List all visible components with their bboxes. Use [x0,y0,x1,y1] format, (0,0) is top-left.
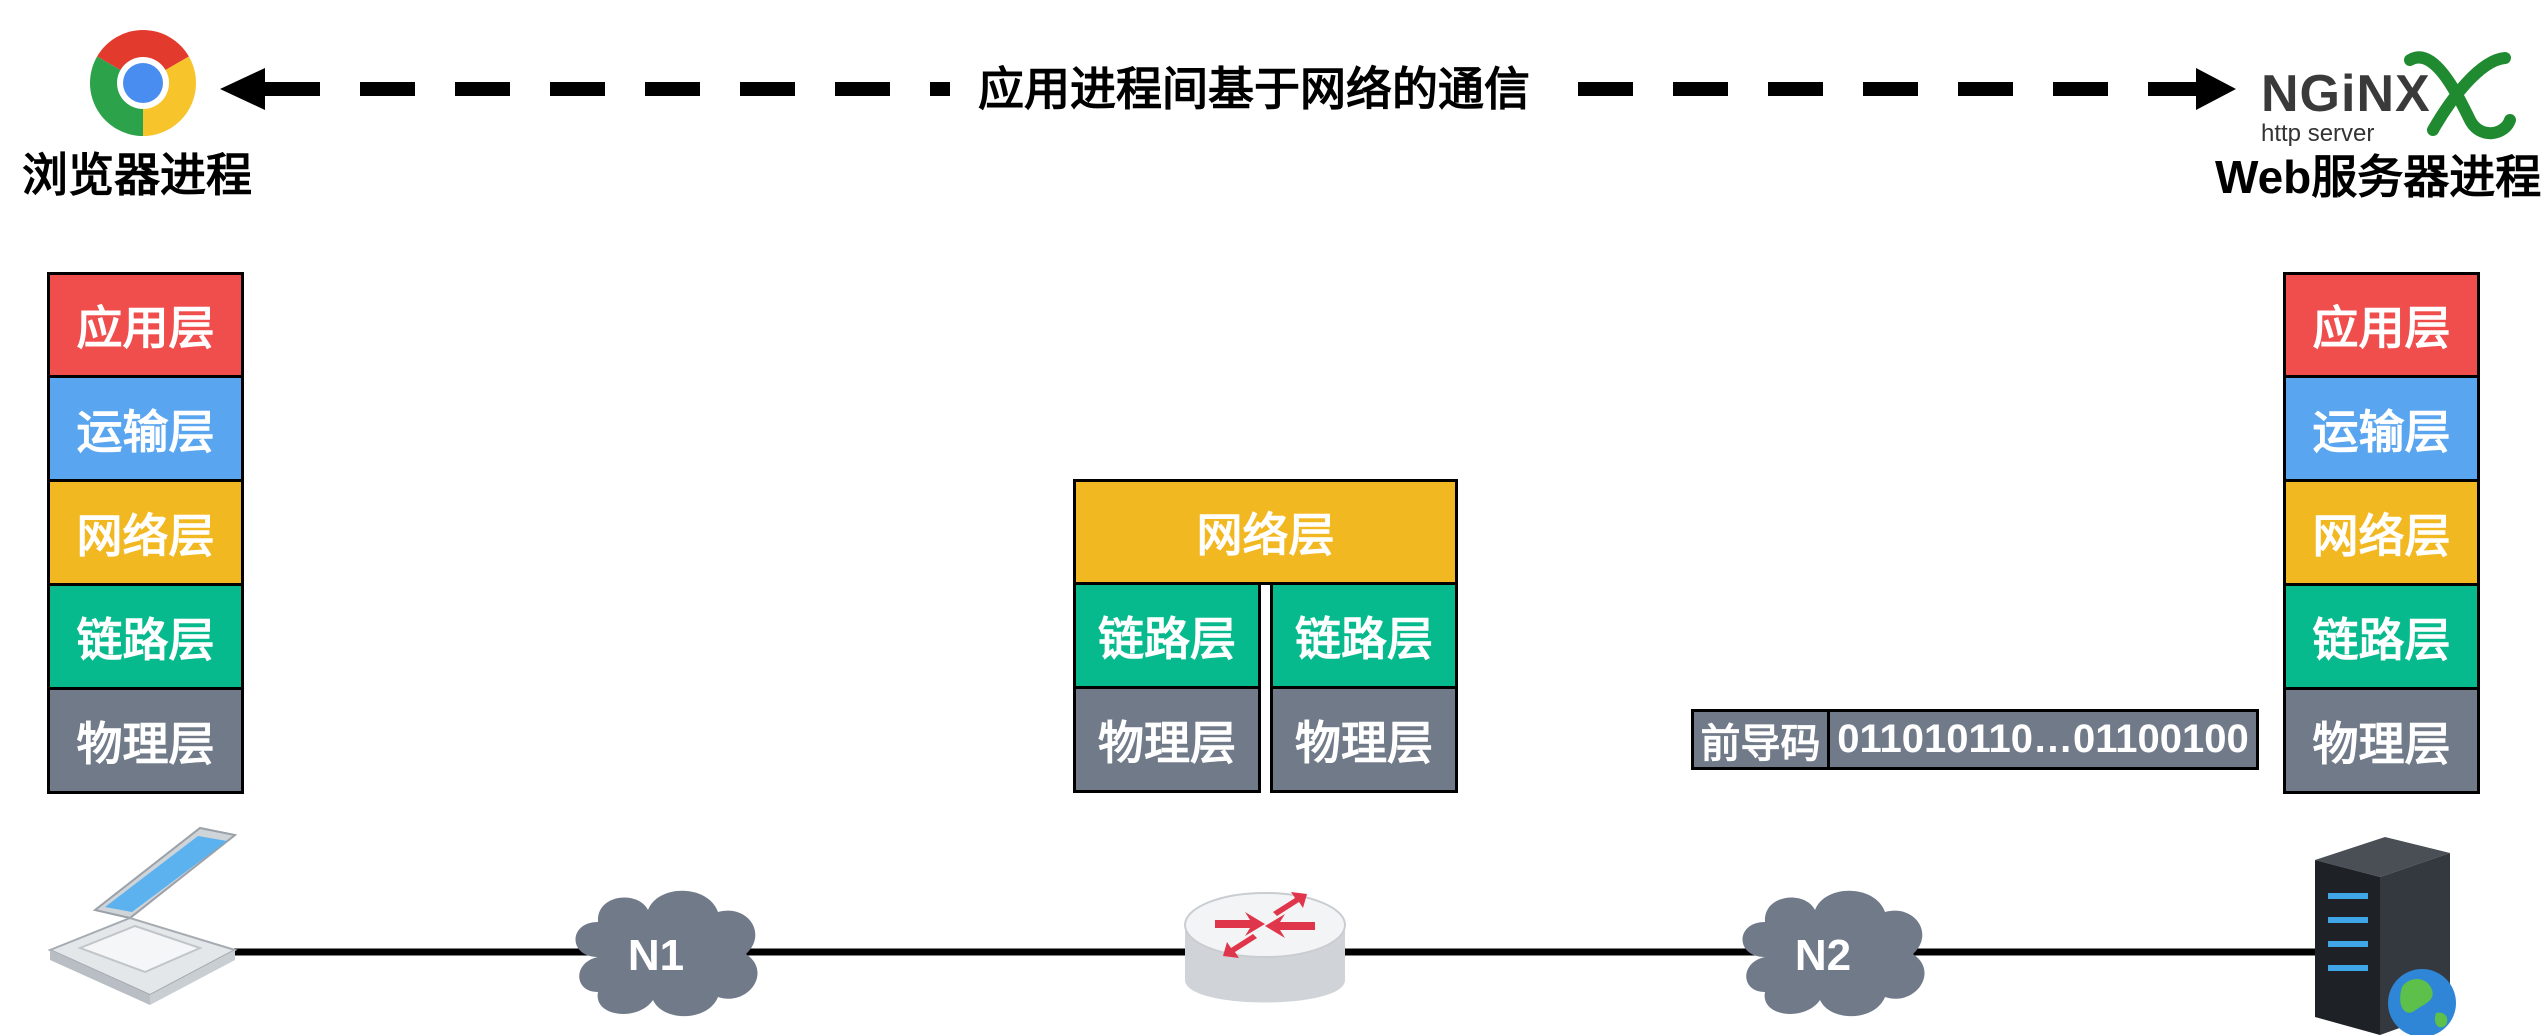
left-link-layer: 链路层 [47,583,244,690]
left-application-layer: 应用层 [47,272,244,378]
left-protocol-stack: 应用层 运输层 网络层 链路层 物理层 [47,272,244,794]
server-icon [2315,837,2456,1035]
preamble-field: 前导码 [1694,712,1830,767]
right-link-layer: 链路层 [2283,583,2480,690]
nginx-x-icon [2404,51,2516,140]
router-network-layer: 网络层 [1073,479,1458,585]
bit-string-field: 011010110…01100100 [1830,712,2256,767]
left-network-layer: 网络层 [47,479,244,586]
router-right-physical-layer: 物理层 [1270,686,1458,793]
left-physical-layer: 物理层 [47,687,244,794]
nginx-logo-text: NGiNX [2261,65,2431,123]
network-n1-label: N1 [628,931,684,980]
right-application-layer: 应用层 [2283,272,2480,378]
right-physical-layer: 物理层 [2283,687,2480,794]
chrome-icon [89,30,197,136]
arrowhead-right [2196,68,2236,110]
communication-arrow [220,68,2236,110]
router-right-interface: 链路层 物理层 [1270,582,1458,793]
right-transport-layer: 运输层 [2283,375,2480,482]
router-icon [1184,892,1346,1003]
router-protocol-stack: 网络层 [1073,479,1458,585]
bit-frame: 前导码 011010110…01100100 [1691,709,2259,770]
left-transport-layer: 运输层 [47,375,244,482]
router-left-physical-layer: 物理层 [1073,686,1261,793]
router-left-interface: 链路层 物理层 [1073,582,1261,793]
network-n2-label: N2 [1795,931,1851,980]
web-server-process-label: Web服务器进程 [2215,151,2541,203]
communication-title: 应用进程间基于网络的通信 [978,63,1530,115]
router-left-link-layer: 链路层 [1073,582,1261,689]
router-right-link-layer: 链路层 [1270,582,1458,689]
laptop-icon [47,826,238,1005]
right-protocol-stack: 应用层 运输层 网络层 链路层 物理层 [2283,272,2480,794]
nginx-logo: NGiNX http server [2255,40,2525,150]
nginx-logo-subtext: http server [2261,120,2375,147]
network-cloud-n2: N2 [1742,890,1925,1017]
arrowhead-left [220,68,265,110]
network-cloud-n1: N1 [575,890,758,1017]
right-network-layer: 网络层 [2283,479,2480,586]
link-devices: N1 N2 [47,826,2456,1035]
browser-process-label: 浏览器进程 [22,149,252,201]
